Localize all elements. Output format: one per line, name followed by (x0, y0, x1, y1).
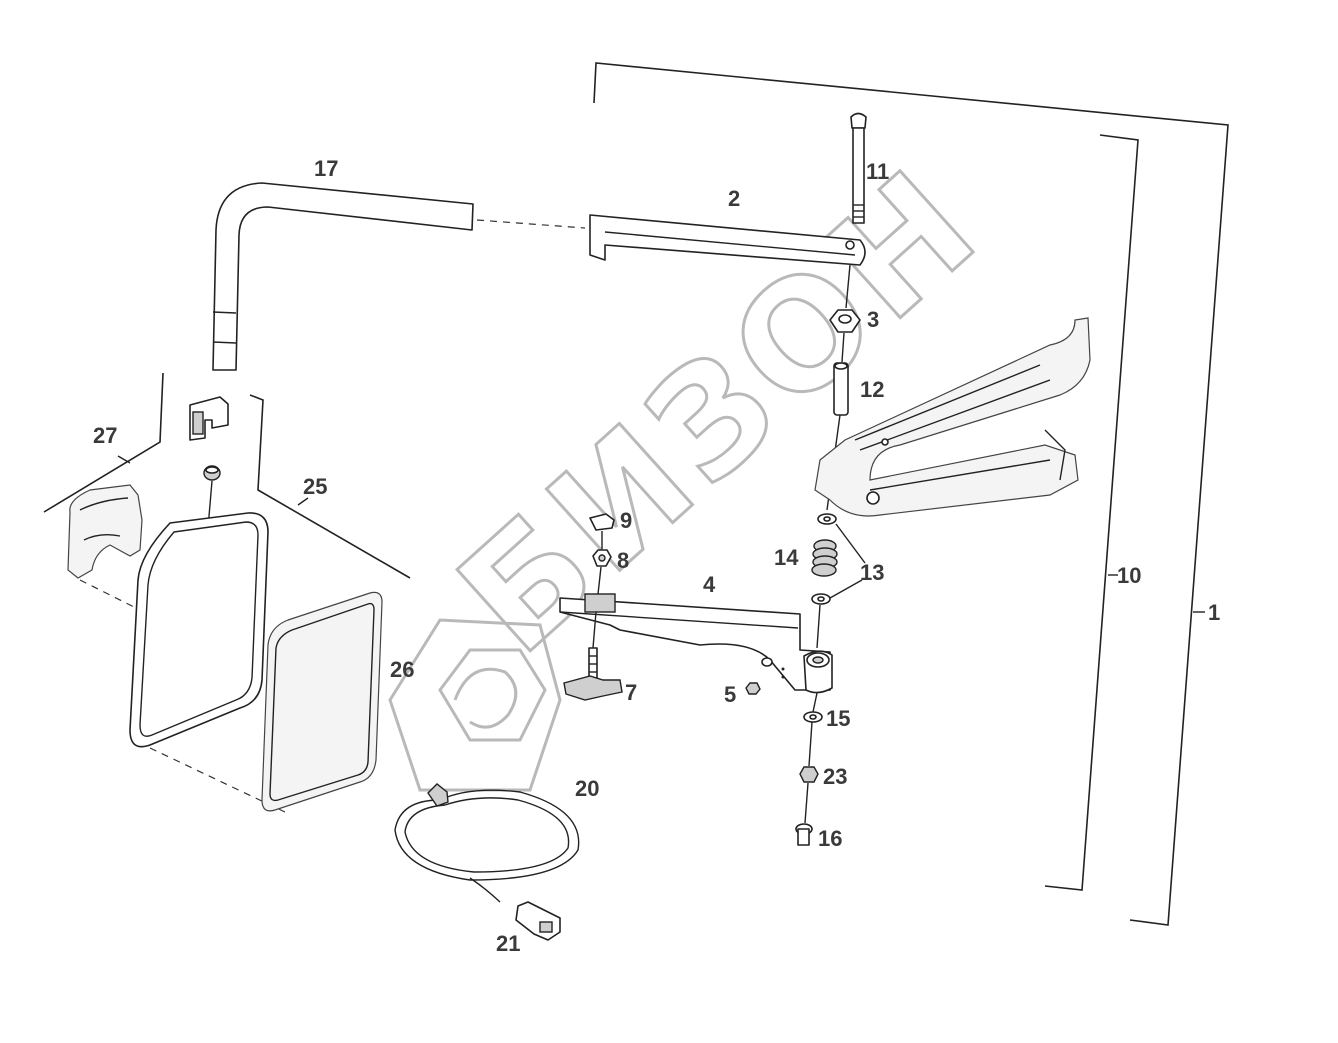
part-5-nut (745, 682, 761, 695)
callout-27: 27 (93, 423, 117, 448)
group-bracket-27 (43, 372, 164, 513)
part-13-washer-upper (817, 513, 837, 525)
part-8-nut (592, 549, 612, 567)
part-9-cap (589, 513, 615, 531)
part-14-spring (811, 539, 838, 577)
callout-3: 3 (867, 307, 879, 332)
part-11-bolt (850, 112, 867, 224)
part-16-bolt (795, 823, 813, 846)
callout-21: 21 (496, 931, 520, 956)
callout-16: 16 (818, 826, 842, 851)
part-27-bracket-holder (67, 484, 143, 579)
callout-15: 15 (826, 706, 850, 731)
part-21-connector (515, 901, 561, 941)
callout-20: 20 (575, 776, 599, 801)
bracket-10 (1044, 134, 1139, 891)
group-bracket-25 (249, 394, 411, 579)
callout-11: 11 (866, 159, 889, 184)
part-27-clip-top (189, 396, 229, 441)
part-26-mirror-glass (261, 591, 383, 812)
callout-2: 2 (728, 186, 740, 211)
callout-5: 5 (724, 682, 736, 707)
part-25-mirror-frame (129, 512, 269, 748)
callout-13: 13 (860, 560, 884, 585)
callout-14: 14 (774, 545, 799, 570)
callout-9: 9 (620, 508, 632, 533)
callout-7: 7 (625, 680, 637, 705)
callout-17: 17 (314, 156, 338, 181)
part-13-washer-lower (811, 593, 831, 605)
callout-10: 10 (1117, 563, 1141, 588)
part-23-nut (799, 766, 819, 783)
part-20-heater-cable (394, 783, 580, 903)
callout-12: 12 (860, 377, 884, 402)
part-2-upper-arm (589, 214, 866, 266)
part-3-nut (829, 309, 861, 333)
part-15-washer (803, 711, 823, 723)
part-17-mirror-rod (212, 182, 474, 371)
part-4-lower-arm (559, 593, 833, 694)
callout-1: 1 (1208, 600, 1220, 625)
callout-25: 25 (303, 474, 327, 499)
part-10-mirror-housing (814, 317, 1091, 517)
callout-labels: 1 2 3 4 5 7 8 9 10 11 12 13 14 15 16 17 … (93, 156, 1220, 956)
part-27-grommet (203, 465, 221, 481)
callout-26: 26 (390, 657, 414, 682)
callout-23: 23 (823, 764, 847, 789)
watermark-logo (388, 618, 562, 792)
part-12-bushing (833, 362, 849, 416)
bracket-1 (593, 62, 1229, 926)
callout-8: 8 (617, 548, 629, 573)
callout-4: 4 (703, 572, 716, 597)
part-7-knob-screw (563, 647, 623, 701)
